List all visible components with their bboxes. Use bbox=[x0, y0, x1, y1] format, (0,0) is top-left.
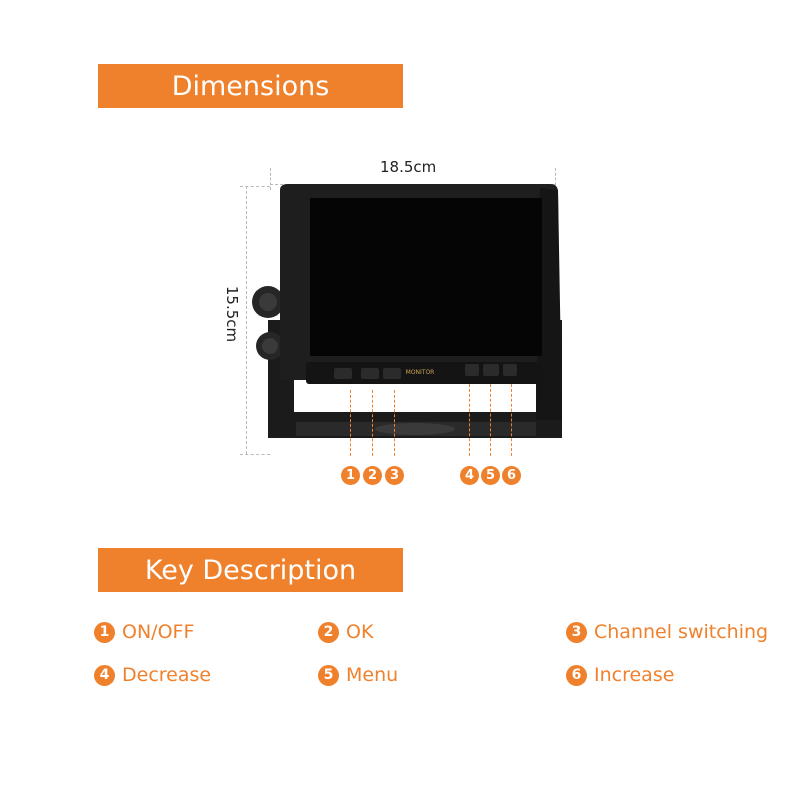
key-number: 5 bbox=[318, 664, 339, 686]
key-item-ok: 2 OK bbox=[318, 621, 373, 643]
key-item-channel-switching: 3 Channel switching bbox=[566, 621, 768, 643]
dimensions-title: Dimensions bbox=[171, 70, 330, 102]
callout-leader-4 bbox=[469, 384, 470, 456]
increase-key bbox=[503, 364, 517, 376]
monitor-screen bbox=[310, 198, 542, 356]
callout-1: 1 bbox=[341, 466, 360, 485]
callout-6: 6 bbox=[502, 466, 521, 485]
key-label: ON/OFF bbox=[122, 621, 195, 643]
width-guide-tick-right bbox=[555, 168, 556, 190]
height-dimension-label: 15.5cm bbox=[223, 285, 242, 343]
width-dimension-label: 18.5cm bbox=[380, 158, 437, 176]
menu-key bbox=[483, 364, 499, 376]
dimensions-banner: Dimensions bbox=[98, 64, 403, 108]
decrease-key bbox=[465, 364, 479, 376]
tilt-knob bbox=[252, 286, 284, 360]
height-guide-line bbox=[246, 186, 247, 454]
callout-leader-5 bbox=[490, 384, 491, 456]
key-label: OK bbox=[346, 621, 374, 643]
key-number: 3 bbox=[566, 621, 587, 643]
key-number: 6 bbox=[566, 664, 587, 686]
monitor-illustration: MONITOR bbox=[252, 184, 562, 438]
mode-key bbox=[383, 368, 401, 379]
height-guide-tick-bottom bbox=[240, 454, 270, 455]
callout-leader-2 bbox=[372, 390, 373, 456]
key-number: 1 bbox=[94, 621, 115, 643]
key-label: Decrease bbox=[122, 664, 212, 686]
width-guide-tick-left bbox=[270, 168, 271, 190]
key-number: 4 bbox=[94, 664, 115, 686]
sun-visor bbox=[536, 188, 562, 420]
callout-2: 2 bbox=[363, 466, 382, 485]
callout-leader-6 bbox=[511, 384, 512, 456]
key-label: Menu bbox=[346, 664, 399, 686]
key-description-title: Key Description bbox=[144, 554, 357, 586]
callout-leader-1 bbox=[350, 390, 351, 456]
key-number: 2 bbox=[318, 621, 339, 643]
height-guide-tick-top bbox=[240, 186, 270, 187]
callout-3: 3 bbox=[385, 466, 404, 485]
key-description-banner: Key Description bbox=[98, 548, 403, 592]
key-item-on-off: 1 ON/OFF bbox=[94, 621, 194, 643]
key-item-increase: 6 Increase bbox=[566, 664, 674, 686]
key-item-decrease: 4 Decrease bbox=[94, 664, 211, 686]
key-item-menu: 5 Menu bbox=[318, 664, 398, 686]
ok-key bbox=[361, 368, 379, 379]
bracket-slot bbox=[375, 423, 455, 435]
callout-5: 5 bbox=[481, 466, 500, 485]
brand-label: MONITOR bbox=[406, 369, 435, 376]
callout-4: 4 bbox=[460, 466, 479, 485]
key-label: Channel switching bbox=[594, 621, 769, 643]
callout-leader-3 bbox=[394, 390, 395, 456]
power-key bbox=[334, 368, 352, 379]
monitor-buttons bbox=[334, 364, 517, 379]
key-label: Increase bbox=[594, 664, 675, 686]
